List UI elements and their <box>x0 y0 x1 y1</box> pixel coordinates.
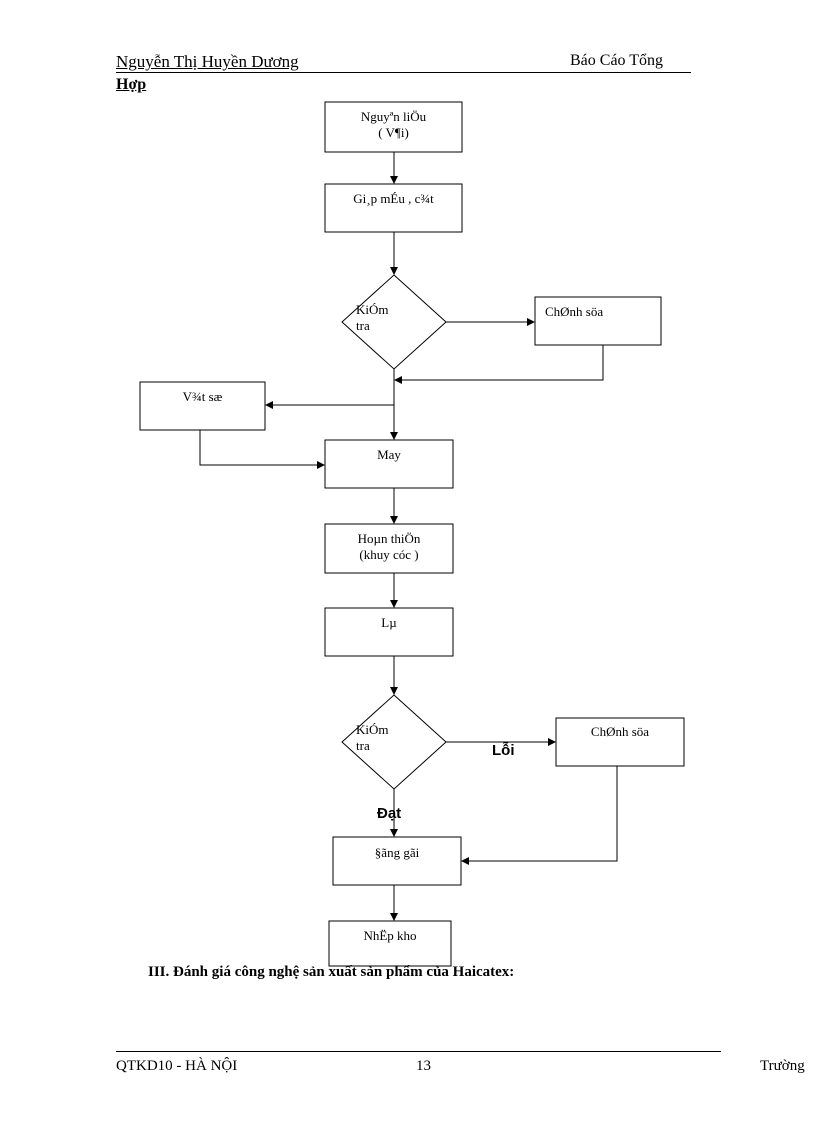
node-packing-label: §ãng gãi <box>374 845 420 860</box>
header-author: Nguyễn Thị Huyền Dương <box>116 52 299 71</box>
footer-divider <box>116 1051 721 1052</box>
node-ironing-box <box>324 607 454 657</box>
edge-fix2-to-packing <box>461 766 618 865</box>
edge-cut-scrap-to-sewing <box>199 430 325 469</box>
node-check2-label: KiÓm tra <box>356 722 389 753</box>
node-raw-material-box <box>324 101 463 153</box>
footer-left: QTKD10 - HÀ NỘI <box>116 1058 238 1074</box>
node-cutting-label: Gi¸p mÉu , c¾t <box>353 191 434 206</box>
node-fix1-box <box>534 296 662 346</box>
footer-page-number: 13 <box>416 1058 431 1074</box>
node-raw-material-label: Nguyªn liÖu ( V¶i) <box>360 109 427 140</box>
node-ironing-label: Lµ <box>381 615 397 630</box>
header-report-title-continued: Hợp <box>116 76 147 93</box>
edge-label-fail: Lỗi <box>492 742 515 759</box>
node-fix2-label: ChØnh söa <box>590 724 650 739</box>
header-divider <box>116 72 691 73</box>
node-warehouse-label: NhËp kho <box>363 928 417 943</box>
section-heading: III. Đánh giá công nghệ sản xuất sản phẩ… <box>148 964 515 980</box>
node-finishing-box <box>324 523 454 574</box>
node-finishing-label: Hoµn thiÖn (khuy cóc ) <box>357 531 421 562</box>
edge-fix1-return <box>394 345 604 384</box>
node-cut-scrap-label: V¾t sæ <box>182 389 223 404</box>
footer-right: Trường <box>760 1058 805 1074</box>
node-sewing-box <box>324 439 454 489</box>
node-packing-box <box>332 836 462 886</box>
node-fix1-label: ChØnh söa <box>545 304 604 319</box>
node-sewing-label: May <box>377 447 401 462</box>
header-report-title: Báo Cáo Tổng <box>570 52 664 69</box>
node-fix2-box <box>555 717 685 767</box>
node-warehouse-box <box>328 920 452 967</box>
node-check1-label: KiÓm tra <box>356 302 389 333</box>
edge-label-pass: Đạt <box>377 805 402 822</box>
